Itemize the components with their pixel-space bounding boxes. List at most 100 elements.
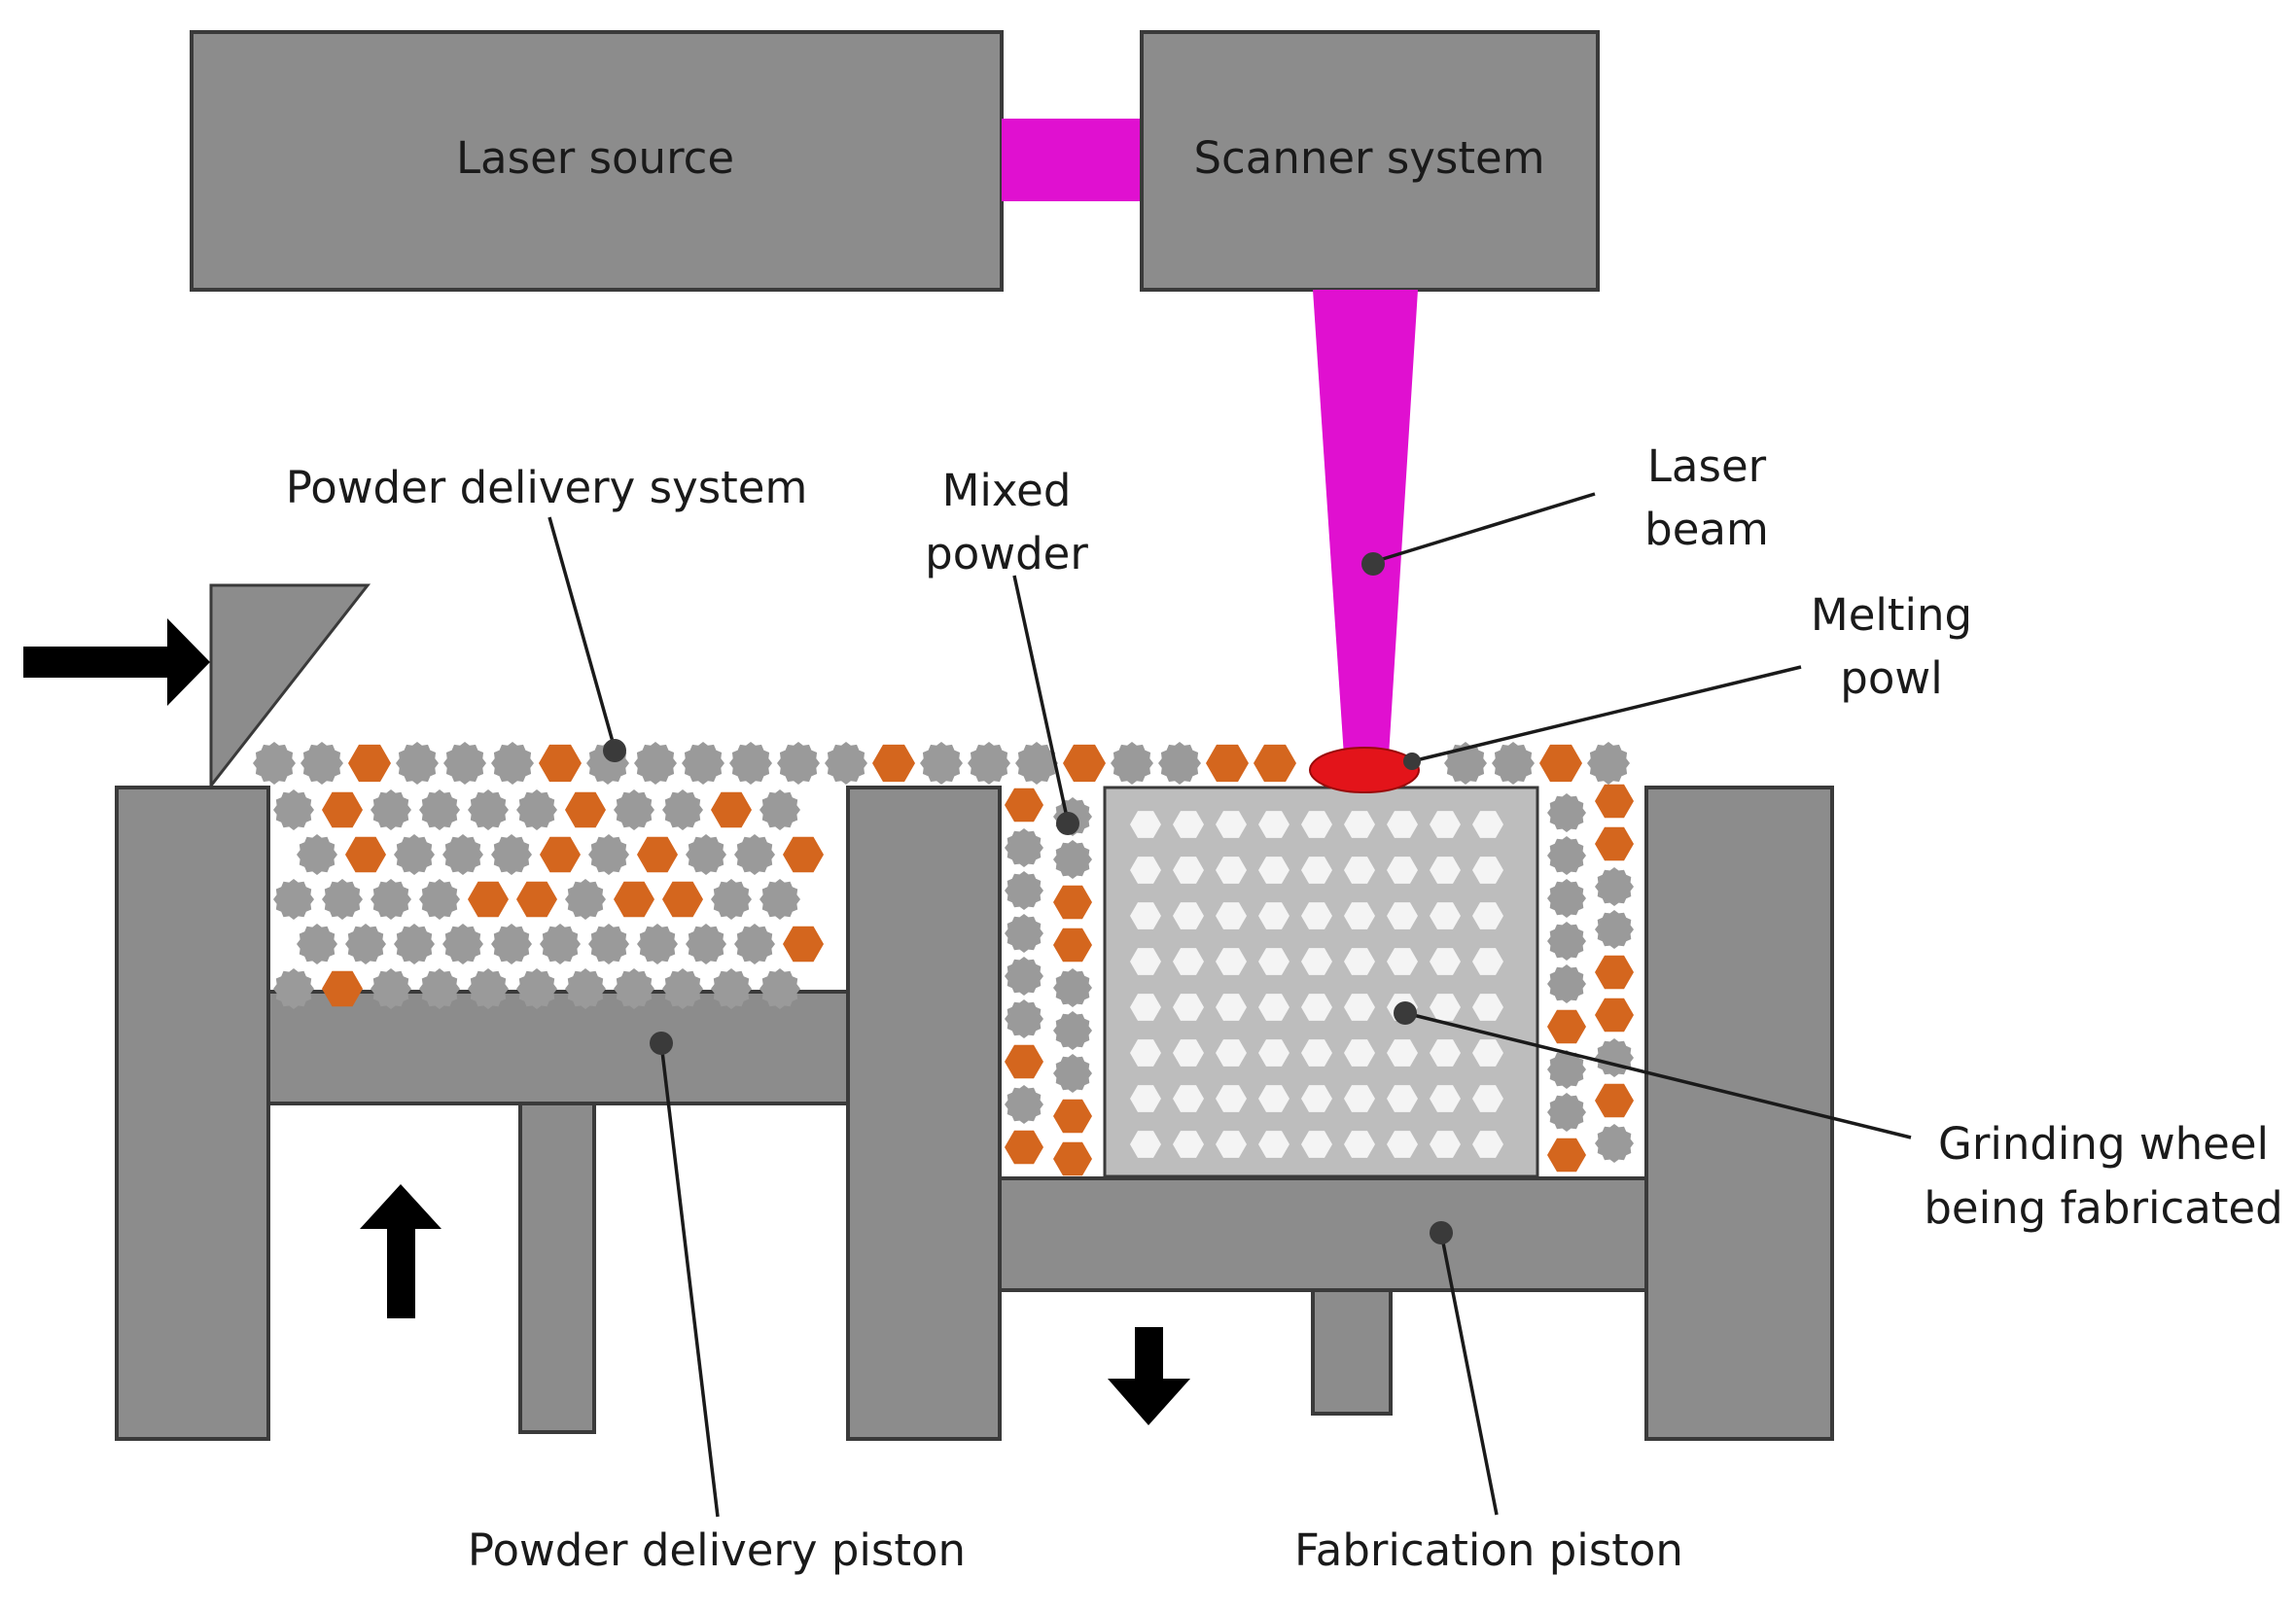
- leader-grinding-wheel: [1404, 1011, 1912, 1139]
- part-grain: [1430, 994, 1461, 1021]
- metal-powder-grain: [1595, 1124, 1634, 1163]
- part-grain: [1387, 948, 1418, 975]
- laser-source-label: Laser source: [456, 132, 734, 184]
- metal-powder-grain: [1547, 922, 1586, 961]
- right-outer-wall: [1644, 786, 1834, 1441]
- metal-powder-grain: [396, 742, 439, 785]
- abrasive-grain: [348, 744, 391, 783]
- laser-beam-label-line1: Laser: [1647, 440, 1767, 492]
- part-grain: [1216, 994, 1247, 1021]
- abrasive-grain: [322, 970, 363, 1007]
- part-grain: [1130, 994, 1161, 1021]
- metal-powder-grain: [1053, 968, 1092, 1007]
- part-grain: [1216, 1085, 1247, 1112]
- part-grain: [1430, 948, 1461, 975]
- metal-powder-grain: [371, 968, 411, 1009]
- abrasive-grain: [637, 836, 678, 873]
- metal-powder-grain: [516, 968, 557, 1009]
- leader-melting-powl: [1411, 665, 1802, 763]
- metal-powder-grain: [1005, 957, 1043, 996]
- abrasive-grain: [1539, 744, 1582, 783]
- abrasive-grain: [540, 836, 581, 873]
- metal-powder-grain: [1547, 793, 1586, 832]
- metal-powder-grain: [759, 789, 800, 830]
- part-grain: [1130, 1039, 1161, 1067]
- part-grain: [1472, 1131, 1503, 1158]
- leader-mixed-powder: [1012, 575, 1070, 823]
- abrasive-grain: [516, 881, 557, 918]
- metal-powder-grain: [588, 834, 629, 875]
- left-outer-wall: [115, 786, 270, 1441]
- metal-powder-grain: [297, 834, 337, 875]
- metal-powder-grain: [637, 924, 678, 964]
- metal-powder-grain: [729, 742, 772, 785]
- abrasive-grain: [614, 881, 654, 918]
- metal-powder-grain: [1492, 742, 1535, 785]
- metal-powder-grain: [759, 879, 800, 920]
- part-grain: [1130, 902, 1161, 929]
- abrasive-grain: [1547, 1009, 1586, 1044]
- metal-powder-grain: [1595, 1038, 1634, 1077]
- metal-powder-grain: [662, 789, 703, 830]
- abrasive-grain: [1053, 1099, 1092, 1134]
- part-grain: [1387, 1131, 1418, 1158]
- metal-powder-grain: [1547, 964, 1586, 1003]
- metal-powder-grain: [1005, 914, 1043, 953]
- powder-delivery-piston-plate: [266, 990, 850, 1105]
- abrasive-grain: [872, 744, 915, 783]
- metal-powder-grain: [734, 924, 775, 964]
- metal-powder-grain: [419, 879, 460, 920]
- metal-powder-grain: [968, 742, 1010, 785]
- part-grain: [1472, 1039, 1503, 1067]
- part-grain: [1258, 948, 1289, 975]
- part-grain: [1472, 1085, 1503, 1112]
- metal-powder-grain: [1547, 836, 1586, 875]
- abrasive-grain: [322, 791, 363, 828]
- part-grain: [1472, 811, 1503, 838]
- metal-powder-grain: [686, 834, 726, 875]
- leader-fabrication-piston: [1439, 1232, 1499, 1516]
- part-grain: [1258, 811, 1289, 838]
- powder-particles: [253, 742, 1634, 1176]
- laser-connector: [1002, 119, 1142, 201]
- metal-powder-grain: [734, 834, 775, 875]
- metal-powder-grain: [1547, 879, 1586, 918]
- abrasive-grain: [1595, 998, 1634, 1033]
- powder-delivery-system-label: Powder delivery system: [286, 462, 808, 513]
- part-grain: [1472, 948, 1503, 975]
- part-grain: [1344, 994, 1375, 1021]
- part-grain: [1301, 1085, 1332, 1112]
- fabrication-piston-plate: [998, 1176, 1648, 1292]
- part-grain: [1301, 811, 1332, 838]
- part-grain: [1472, 857, 1503, 884]
- metal-powder-grain: [322, 879, 363, 920]
- metal-powder-grain: [394, 924, 435, 964]
- metal-powder-grain: [662, 968, 703, 1009]
- grinding-wheel-part: [1103, 786, 1539, 1178]
- abrasive-grain: [1547, 1138, 1586, 1173]
- dot-grinding-wheel: [1394, 1001, 1417, 1025]
- abrasive-grain: [783, 836, 824, 873]
- part-grain: [1344, 857, 1375, 884]
- part-grain: [1387, 1039, 1418, 1067]
- fabrication-piston-rod: [1311, 1288, 1393, 1416]
- metal-powder-grain: [1587, 742, 1630, 785]
- metal-powder-grain: [491, 742, 534, 785]
- grinding-wheel-label-line2: being fabricated: [1924, 1182, 2282, 1234]
- dot-powder-delivery-system: [603, 739, 626, 762]
- metal-powder-grain: [297, 924, 337, 964]
- part-grain: [1130, 857, 1161, 884]
- abrasive-grain: [1005, 1130, 1043, 1165]
- down-arrow: [1108, 1327, 1190, 1425]
- metal-powder-grain: [1005, 999, 1043, 1038]
- metal-powder-grain: [1111, 742, 1153, 785]
- part-grain: [1216, 1039, 1247, 1067]
- part-grain: [1387, 1085, 1418, 1112]
- scanner-system-box: [1140, 30, 1600, 292]
- part-grain: [1173, 1039, 1204, 1067]
- up-arrow: [360, 1184, 442, 1318]
- abrasive-grain: [539, 744, 582, 783]
- metal-powder-grain: [777, 742, 820, 785]
- metal-powder-grain: [442, 834, 483, 875]
